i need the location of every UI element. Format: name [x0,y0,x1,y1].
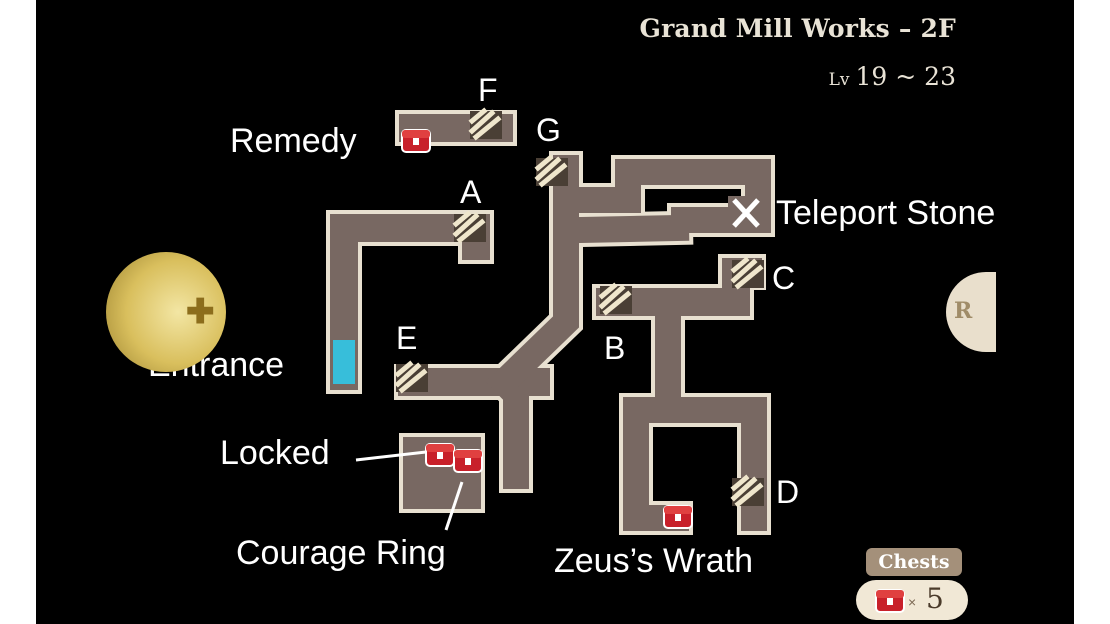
point-label-a: A [460,174,482,210]
stairs-icon-b [600,286,632,314]
point-label-b: B [604,330,626,366]
stairs-icon-f [470,111,502,139]
stairs-icon-c [732,260,764,288]
point-label-d: D [776,474,800,510]
chests-count-box: × 5 [856,580,968,620]
chests-label: Chests [866,548,962,576]
locked-leader-line [355,450,427,462]
callout-zeus-wrath: Zeus’s Wrath [554,542,754,580]
stairs-icon-g [536,158,568,186]
point-label-g: G [536,112,561,148]
stairs-icon-d [732,478,764,506]
map-title: Grand Mill Works – 2F [639,14,956,43]
point-label-e: E [396,320,418,356]
courage-ring-leader-line [444,481,464,531]
entrance-marker [333,340,355,384]
callout-remedy: Remedy [230,122,357,160]
stairs-icon-a [454,214,486,242]
multiplier-sign: × [908,594,917,610]
stairs-icon-e [396,364,428,392]
chest-icon-locked [425,443,455,467]
callout-teleport-stone: Teleport Stone [776,194,996,232]
r-button-label: R [954,298,973,324]
left-shoulder-button[interactable]: ✚ [106,252,226,372]
chest-icon-zeus-wrath [663,505,693,529]
level-range-value: 19 ~ 23 [855,62,956,91]
dpad-icon: ✚ [186,293,215,331]
level-prefix: Lv [828,70,850,90]
chests-counter: Chests × 5 [846,548,968,624]
chest-icon [875,589,905,613]
callout-locked: Locked [220,434,330,472]
point-label-f: F [478,72,498,108]
chest-icon-courage-ring [453,449,483,473]
chest-icon-remedy [401,129,431,153]
teleport-stone-icon [728,196,764,230]
chests-count: 5 [926,582,944,615]
callout-courage-ring: Courage Ring [236,534,446,572]
point-label-c: C [772,260,796,296]
dungeon-map [326,0,775,535]
